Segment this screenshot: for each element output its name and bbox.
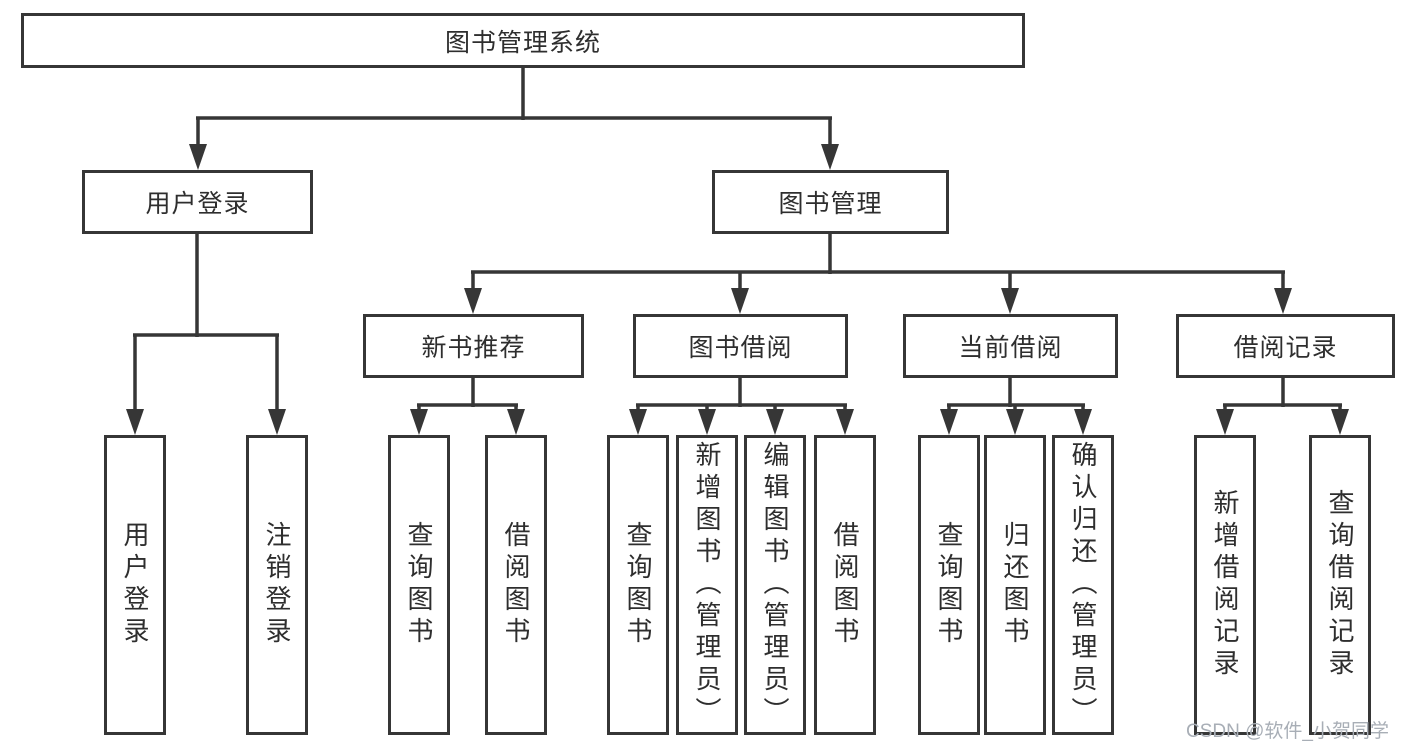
node-label: 借阅图书 — [501, 521, 531, 649]
node-label: 借阅图书 — [830, 521, 860, 649]
arrowhead-icon — [189, 144, 207, 170]
node-label: 查询图书 — [934, 521, 964, 649]
arrowhead-icon — [410, 409, 428, 435]
node-label: 注销登录 — [262, 521, 292, 649]
node-label: 归还图书 — [1000, 521, 1030, 649]
arrowhead-icon — [1001, 288, 1019, 314]
node-current-borrowing: 当前借阅 — [903, 314, 1118, 378]
node-query-books-current: 查询图书 — [918, 435, 980, 735]
node-confirm-return-admin: 确认归还（管理员） — [1052, 435, 1114, 735]
node-library-management-system: 图书管理系统 — [21, 13, 1025, 68]
node-label: 图书管理 — [778, 190, 883, 218]
node-label: 当前借阅 — [958, 334, 1063, 362]
node-logout-leaf: 注销登录 — [246, 435, 308, 735]
node-label: 查询图书 — [623, 521, 653, 649]
arrowhead-icon — [836, 409, 854, 435]
node-return-books: 归还图书 — [984, 435, 1046, 735]
arrowhead-icon — [268, 409, 286, 435]
arrowhead-icon — [1274, 288, 1292, 314]
node-query-books-recommend: 查询图书 — [388, 435, 450, 735]
arrowhead-icon — [126, 409, 144, 435]
arrowhead-icon — [464, 288, 482, 314]
node-label: 查询图书 — [404, 521, 434, 649]
node-label: 新增图书（管理员） — [692, 441, 722, 729]
arrowhead-icon — [1331, 409, 1349, 435]
arrowhead-icon — [766, 409, 784, 435]
node-new-book-recommend: 新书推荐 — [363, 314, 584, 378]
node-label: 新增借阅记录 — [1210, 489, 1240, 681]
connector-path — [133, 68, 1342, 411]
node-borrow-books-recommend: 借阅图书 — [485, 435, 547, 735]
node-add-books-admin: 新增图书（管理员） — [676, 435, 738, 735]
node-borrow-books-leaf: 借阅图书 — [814, 435, 876, 735]
node-label: 图书借阅 — [688, 334, 793, 362]
arrowhead-icon — [698, 409, 716, 435]
node-book-borrowing: 图书借阅 — [633, 314, 848, 378]
node-query-borrow-record: 查询借阅记录 — [1309, 435, 1371, 735]
node-user-login-leaf: 用户登录 — [104, 435, 166, 735]
node-label: 查询借阅记录 — [1325, 489, 1355, 681]
arrowhead-icon — [507, 409, 525, 435]
node-label: 借阅记录 — [1233, 334, 1338, 362]
node-label: 编辑图书（管理员） — [760, 441, 790, 729]
node-book-management: 图书管理 — [712, 170, 949, 234]
arrowhead-icon — [1216, 409, 1234, 435]
arrowhead-icon — [821, 144, 839, 170]
arrowhead-icon — [731, 288, 749, 314]
node-label: 用户登录 — [145, 190, 250, 218]
arrowhead-icon — [1074, 409, 1092, 435]
node-add-borrow-record: 新增借阅记录 — [1194, 435, 1256, 735]
arrowhead-icon — [1006, 409, 1024, 435]
node-edit-books-admin: 编辑图书（管理员） — [744, 435, 806, 735]
arrowhead-icon — [940, 409, 958, 435]
node-label: 新书推荐 — [421, 334, 526, 362]
node-label: 图书管理系统 — [444, 28, 601, 57]
node-query-books-borrowing: 查询图书 — [607, 435, 669, 735]
node-label: 确认归还（管理员） — [1068, 441, 1098, 729]
node-label: 用户登录 — [120, 521, 150, 649]
arrowhead-icon — [629, 409, 647, 435]
node-borrowing-records: 借阅记录 — [1176, 314, 1395, 378]
node-user-login: 用户登录 — [82, 170, 313, 234]
